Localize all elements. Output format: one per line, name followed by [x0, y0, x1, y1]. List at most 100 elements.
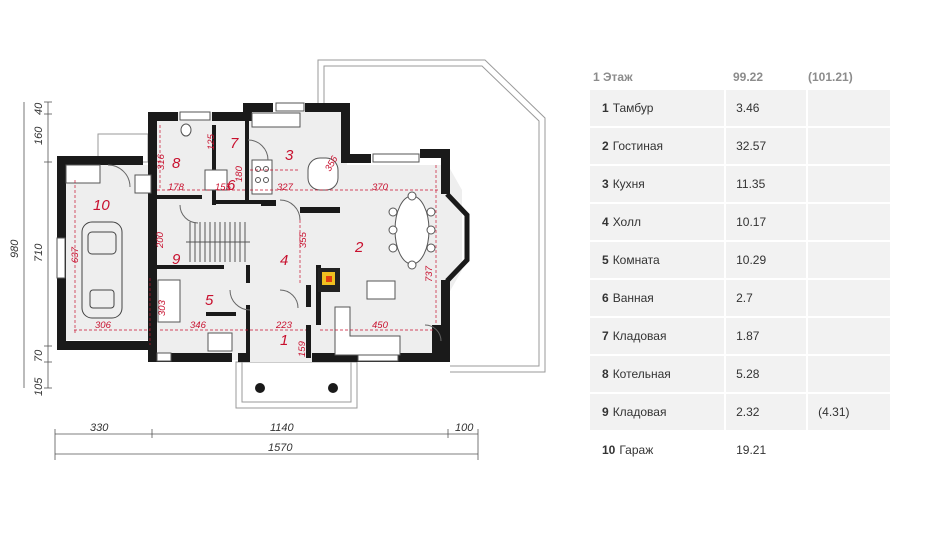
room-name: Кухня — [612, 177, 645, 191]
dim-637: 637 — [70, 246, 81, 263]
dim-left-710: 710 — [33, 243, 45, 262]
porch-outline — [235, 361, 358, 409]
room-area-alt — [808, 356, 891, 392]
stairs — [186, 222, 250, 262]
room-number-4: 4 — [280, 252, 288, 269]
terrace-outline — [317, 59, 546, 373]
room-number-7: 7 — [230, 135, 239, 152]
dim-223: 223 — [275, 320, 293, 331]
dimension-lines — [23, 101, 479, 460]
dim-left-105: 105 — [33, 377, 45, 396]
room-number: 6 — [602, 291, 609, 305]
room-number-2: 2 — [354, 239, 364, 256]
room-number: 7 — [602, 329, 609, 343]
floor-label: 1 Этаж — [593, 70, 633, 84]
room-name: Комната — [612, 253, 660, 267]
room-area: 19.21 — [726, 432, 807, 468]
room-number: 8 — [602, 367, 609, 381]
room-name: Гостиная — [612, 139, 664, 153]
bay-window — [445, 192, 470, 283]
floor-total-area-alt: (101.21) — [808, 70, 853, 84]
room-number-3: 3 — [285, 147, 294, 164]
bathroom-fixtures — [134, 123, 228, 194]
dim-left-40: 40 — [33, 102, 45, 115]
room-name: Гараж — [619, 443, 654, 457]
inner-dimension-lines — [74, 125, 440, 345]
sofa — [334, 280, 401, 356]
room-name: Тамбур — [612, 101, 654, 115]
room-area-alt: (4.31) — [808, 394, 891, 430]
room-area-alt — [808, 432, 891, 468]
dim-306: 306 — [95, 320, 112, 331]
dim-450: 450 — [372, 320, 389, 331]
room5-furniture — [157, 279, 233, 352]
interior-walls — [152, 112, 340, 358]
dim-155: 155 — [215, 182, 232, 193]
dim-left-160: 160 — [33, 126, 45, 145]
room-number: 4 — [602, 215, 609, 229]
dim-bottom-330: 330 — [90, 422, 109, 434]
room-area-alt — [808, 280, 891, 316]
dim-left-70: 70 — [33, 349, 45, 362]
dim-370: 370 — [372, 182, 389, 193]
room-name: Холл — [612, 215, 641, 229]
dim-346: 346 — [190, 320, 207, 331]
room-number-10: 10 — [93, 197, 110, 214]
room-area: 32.57 — [726, 128, 807, 164]
room-area: 10.17 — [726, 204, 807, 240]
room-number: 3 — [602, 177, 609, 191]
room-area: 3.46 — [726, 90, 807, 126]
kitchen-units — [251, 112, 339, 195]
floor-plan-drawing: 40 160 710 70 105 980 330 1140 100 1570 … — [9, 59, 546, 460]
room-name: Котельная — [612, 367, 671, 381]
room-area-alt — [808, 318, 891, 354]
room-number-1: 1 — [280, 332, 288, 349]
windows — [56, 102, 420, 362]
dim-200: 200 — [155, 231, 166, 249]
dim-178: 178 — [168, 182, 185, 193]
room-number: 9 — [602, 405, 609, 419]
room-number-9: 9 — [172, 251, 181, 268]
room-number-5: 5 — [205, 292, 214, 309]
room-area: 10.29 — [726, 242, 807, 278]
room-area-alt — [808, 204, 891, 240]
floor-total-area: 99.22 — [733, 70, 764, 84]
interior-floor — [66, 112, 462, 362]
room-area: 1.87 — [726, 318, 807, 354]
dim-159: 159 — [297, 340, 308, 357]
car — [81, 221, 123, 319]
dim-125: 125 — [206, 133, 217, 150]
porch-columns — [255, 383, 338, 393]
room-number-8: 8 — [172, 155, 181, 172]
dim-total-width: 1570 — [268, 442, 293, 454]
room-area-alt — [808, 128, 891, 164]
room-number: 1 — [602, 101, 609, 115]
dim-bottom-1140: 1140 — [270, 422, 295, 434]
dim-737: 737 — [424, 265, 435, 282]
room-name: Кладовая — [612, 405, 667, 419]
room-number: 2 — [602, 139, 609, 153]
dining-table — [388, 191, 436, 270]
dim-327: 327 — [277, 182, 294, 193]
room-area-alt — [808, 242, 891, 278]
fireplace — [318, 268, 340, 292]
room-name: Кладовая — [612, 329, 667, 343]
room-number-6: 6 — [227, 177, 236, 194]
dim-bottom-100: 100 — [455, 422, 474, 434]
room-number: 10 — [602, 443, 616, 457]
